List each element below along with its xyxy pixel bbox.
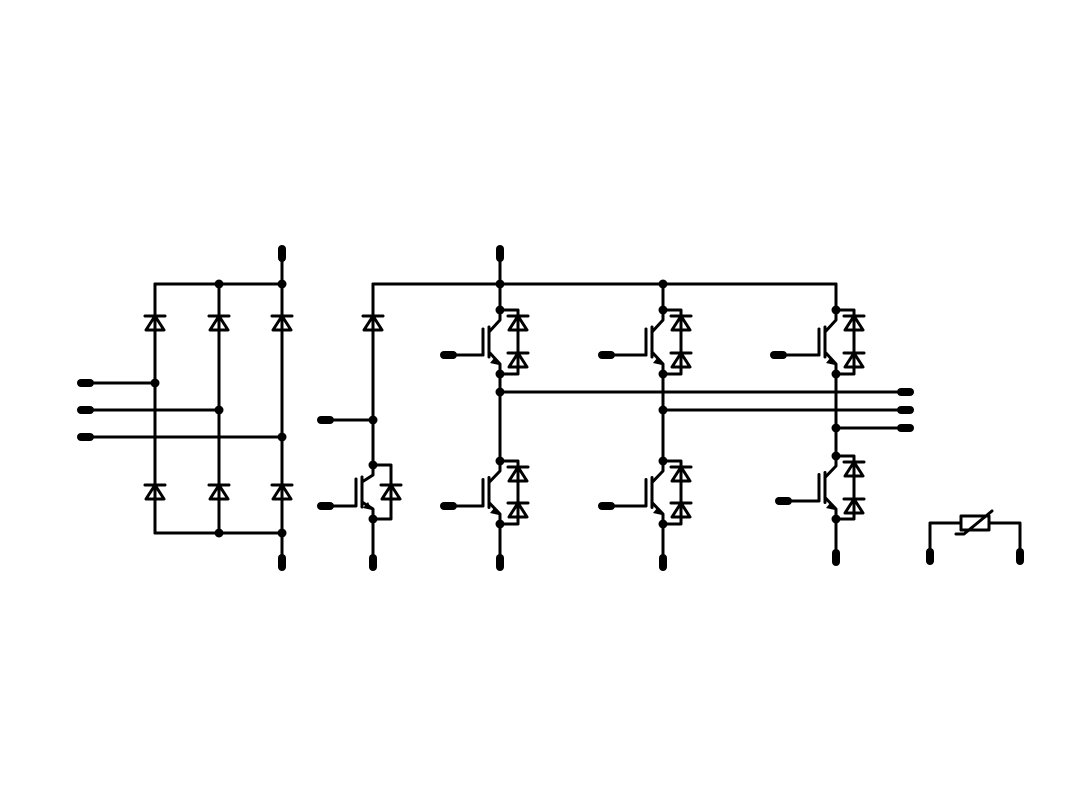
igbt-arrow [490, 507, 499, 515]
freewheel-diode-loop [371, 463, 393, 521]
igbt-gate-wire [323, 503, 358, 508]
ntc-right-lead [987, 521, 1022, 557]
igbt-cell [440, 305, 530, 379]
ntc-left-lead [928, 521, 963, 557]
junction-dot [277, 279, 287, 289]
junction-dot [658, 369, 668, 379]
diode-symbol [143, 314, 167, 332]
freewheel-diode-loop [498, 459, 520, 526]
freewheel-diode-loop [498, 308, 520, 376]
ntc-slash [954, 509, 994, 536]
brake-chopper [317, 282, 403, 571]
diode-symbol [207, 483, 231, 501]
diode-symbol [207, 314, 231, 332]
junction-dot [658, 305, 668, 315]
igbt-gate-wire [446, 504, 485, 508]
junction-dot [495, 305, 505, 315]
igbt-gate-wire [781, 499, 821, 503]
diode-symbol [270, 314, 294, 332]
diode-symbol [506, 314, 530, 332]
igbt-cell [598, 456, 693, 529]
junction-dot [831, 514, 841, 524]
diode-symbol [842, 460, 866, 478]
igbt-cell [770, 305, 866, 379]
diode-symbol [842, 497, 866, 515]
diode-symbol [842, 351, 866, 369]
junction-dot [150, 378, 160, 388]
diode-symbol [270, 483, 294, 501]
junction-dot [368, 460, 378, 470]
igbt-arrow [826, 502, 835, 510]
igbt-cell [775, 451, 866, 524]
junction-dot [277, 432, 287, 442]
junction-dot [214, 528, 224, 538]
ntc-thermistor [926, 509, 1024, 565]
rectifier-bridge [77, 245, 294, 571]
igbt-cell [598, 305, 693, 379]
freewheel-diode-loop [661, 308, 683, 376]
junction-dot [368, 415, 378, 425]
igbt-arrow [653, 507, 662, 515]
junction-dot [495, 456, 505, 466]
junction-dot [658, 519, 668, 529]
diode-symbol [506, 501, 530, 519]
igbt-arrow [363, 502, 372, 510]
junction-dot [831, 451, 841, 461]
junction-dot [831, 369, 841, 379]
freewheel-diode-loop [834, 308, 856, 376]
freewheel-diode-loop [834, 454, 856, 521]
junction-dot [277, 528, 287, 538]
ntc-body [959, 514, 991, 532]
diode-symbol [669, 314, 693, 332]
diode-symbol [379, 483, 403, 501]
diode-symbol [361, 314, 385, 332]
freewheel-diode-loop [661, 459, 683, 526]
three-phase-inverter [440, 282, 914, 571]
diode-symbol [506, 465, 530, 483]
igbt-cell [317, 460, 403, 524]
igbt-arrow [490, 357, 499, 365]
junction-dot [658, 456, 668, 466]
igbt-gate-wire [604, 504, 648, 508]
igbt-arrow [826, 357, 835, 365]
junction-dot [495, 519, 505, 529]
junction-dot [495, 369, 505, 379]
diode-symbol [669, 351, 693, 369]
igbt-cell [440, 456, 530, 529]
diode-symbol [842, 314, 866, 332]
junction-dot [831, 305, 841, 315]
diode-symbol [506, 351, 530, 369]
igbt-arrow [653, 357, 662, 365]
igbt-symbol [317, 460, 403, 524]
junction-dot [214, 405, 224, 415]
diode-symbol [143, 483, 167, 501]
dc-bus [371, 245, 838, 289]
diode-symbol [669, 465, 693, 483]
junction-dot [214, 279, 224, 289]
diode-symbol [669, 501, 693, 519]
